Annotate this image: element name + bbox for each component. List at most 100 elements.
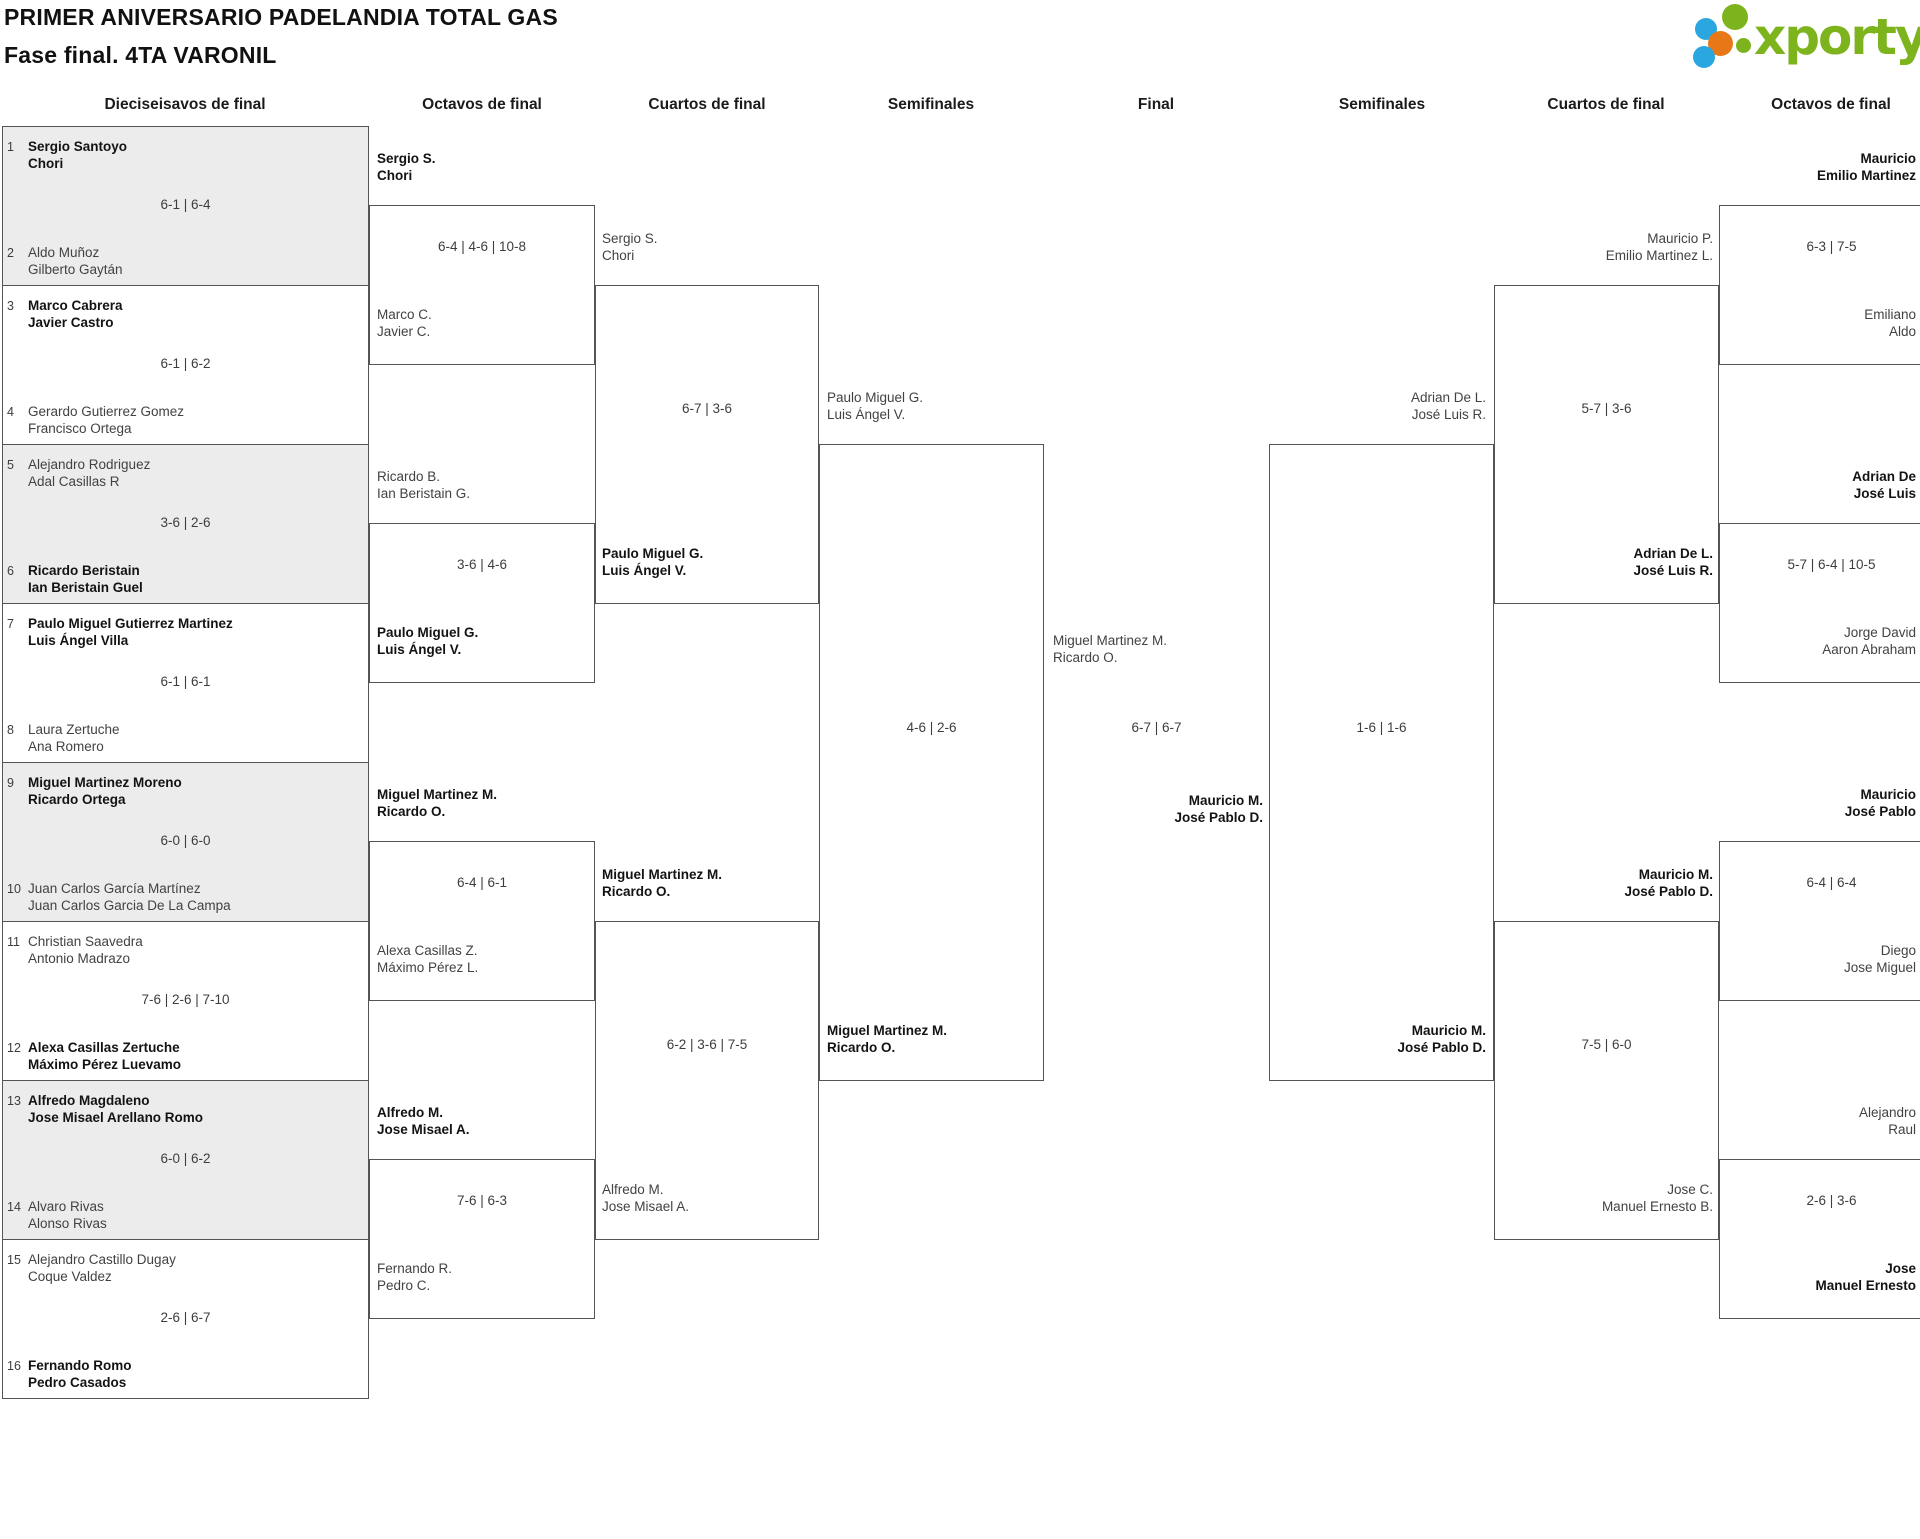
round-header: Final [1137,96,1175,113]
team-name-line: Mauricio [1860,787,1916,802]
seed-number: 8 [7,723,14,737]
team-name-line: Miguel Martinez M. [827,1023,948,1038]
round-header: Dieciseisavos de final [104,96,266,113]
match-score: 7-6 | 6-3 [456,1193,508,1208]
round-header: Octavos de final [422,96,542,113]
team-name-line: Ricardo Ortega [28,792,126,807]
team-name: Mauricio M.José Pablo D. [1226,1022,1486,1056]
team-name-line: Ricardo B. [377,469,441,484]
team-name-line: Paulo Miguel Gutierrez Martinez [28,616,233,631]
team-name: Alexa Casillas Z.Máximo Pérez L. [377,942,592,976]
team-name-line: Emilio Martinez [1816,168,1916,183]
r32-match-box [2,444,369,604]
seed-number: 10 [7,882,21,896]
team-name: Adrian De L.José Luis R. [1226,389,1486,423]
team-name-line: Alejandro [1858,1105,1916,1120]
team-name: Miguel Martinez M. Ricardo O. [827,1022,1042,1056]
team-name-line: Miguel Martinez Moreno [28,775,182,790]
team-name-line: Raul [1888,1122,1916,1137]
r16l-match-box [369,1159,595,1319]
team-name-line: Juan Carlos García Martínez [28,881,201,896]
logo-dot-green-large-icon [1722,4,1748,30]
seed-number: 1 [7,140,14,154]
qfl-match-box [595,285,819,604]
team-name-line: Alejandro Rodriguez [28,457,151,472]
team-name-line: Ricardo O. [377,804,446,819]
team-name-line: Ricardo Beristain [28,563,140,578]
match-score: 5-7 | 3-6 [1581,401,1632,416]
match-score: 3-6 | 2-6 [160,515,211,530]
match-score: 6-0 | 6-2 [160,1151,211,1166]
team-name-line: Ricardo O. [827,1040,896,1055]
match-score: 7-6 | 2-6 | 7-10 [141,992,230,1007]
team-name-line: Mauricio M. [1411,1023,1486,1038]
match-score: 7-5 | 6-0 [1581,1037,1632,1052]
team-name: Paulo Miguel G. Luis Ángel V. [827,389,1042,423]
team-name-line: José Pablo D. [1174,810,1263,825]
team-name-line: Luis Ángel V. [602,563,687,578]
seed-number: 5 [7,458,14,472]
match-score: 1-6 | 1-6 [1356,720,1407,735]
team-name-line: Chori [377,168,413,183]
seed-number: 12 [7,1041,21,1055]
team-name: Miguel Martinez M. Ricardo O. [377,786,592,820]
team-name-line: Miguel Martinez M. [377,787,498,802]
team-name-line: Máximo Pérez L. [377,960,479,975]
round-header: Semifinales [887,96,975,113]
round-header: Cuartos de final [1547,96,1665,113]
team-name: Adrian De L.José Luis R. [1453,545,1713,579]
team-name-line: Paulo Miguel G. [827,390,924,405]
team-name-line: Manuel Ernesto B. [1601,1199,1713,1214]
team-name-line: Chori [602,248,635,263]
team-name-line: Pedro C. [377,1278,431,1293]
match-score: 5-7 | 6-4 | 10-5 [1787,557,1876,572]
team-name-line: Alfredo M. [602,1182,664,1197]
sfr-match-box [1269,444,1494,1081]
team-name-line: Ian Beristain G. [377,486,471,501]
r16r-match-box [1719,1159,1920,1319]
page-title: PRIMER ANIVERSARIO PADELANDIA TOTAL GAS [4,4,558,30]
r32-match-box [2,1080,369,1240]
team-name-line: Mauricio [1860,151,1916,166]
team-name-line: Sergio Santoyo [28,139,128,154]
team-name-line: Luis Ángel Villa [28,633,129,648]
team-name-line: Alejandro Castillo Dugay [28,1252,176,1267]
team-name: Paulo Miguel G.Luis Ángel V. [377,624,592,658]
match-score: 3-6 | 4-6 [456,557,508,572]
team-name-line: José Luis [1853,486,1916,501]
match-score: 6-1 | 6-4 [160,197,211,212]
team-name-line: Luis Ángel V. [827,407,906,422]
team-name-line: José Luis R. [1411,407,1486,422]
team-name: Mauricio M.José Pablo D. [1453,866,1713,900]
team-name-line: Manuel Ernesto [1815,1278,1916,1293]
seed-number: 4 [7,405,14,419]
xporty-logo[interactable]: xporty [1690,2,1920,68]
sfl-match-box [819,444,1044,1081]
team-name: Alfredo M.Jose Misael A. [602,1181,817,1215]
team-name-line: Aldo [1888,324,1916,339]
seed-number: 16 [7,1359,21,1373]
match-score: 4-6 | 2-6 [906,720,957,735]
match-score: 6-1 | 6-1 [160,674,211,689]
team-name-line: Marco Cabrera [28,298,123,313]
team-name-line: Christian Saavedra [28,934,143,949]
team-name-line: José Pablo [1844,804,1916,819]
team-name-line: Francisco Ortega [28,421,132,436]
team-name: Jose C.Manuel Ernesto B. [1453,1181,1713,1215]
team-name-line: Juan Carlos Garcia De La Campa [28,898,231,913]
team-name-line: Antonio Madrazo [28,951,131,966]
match-score: 6-1 | 6-2 [160,356,211,371]
team-name-line: Diego [1880,943,1916,958]
team-name-line: Máximo Pérez Luevamo [28,1057,182,1072]
